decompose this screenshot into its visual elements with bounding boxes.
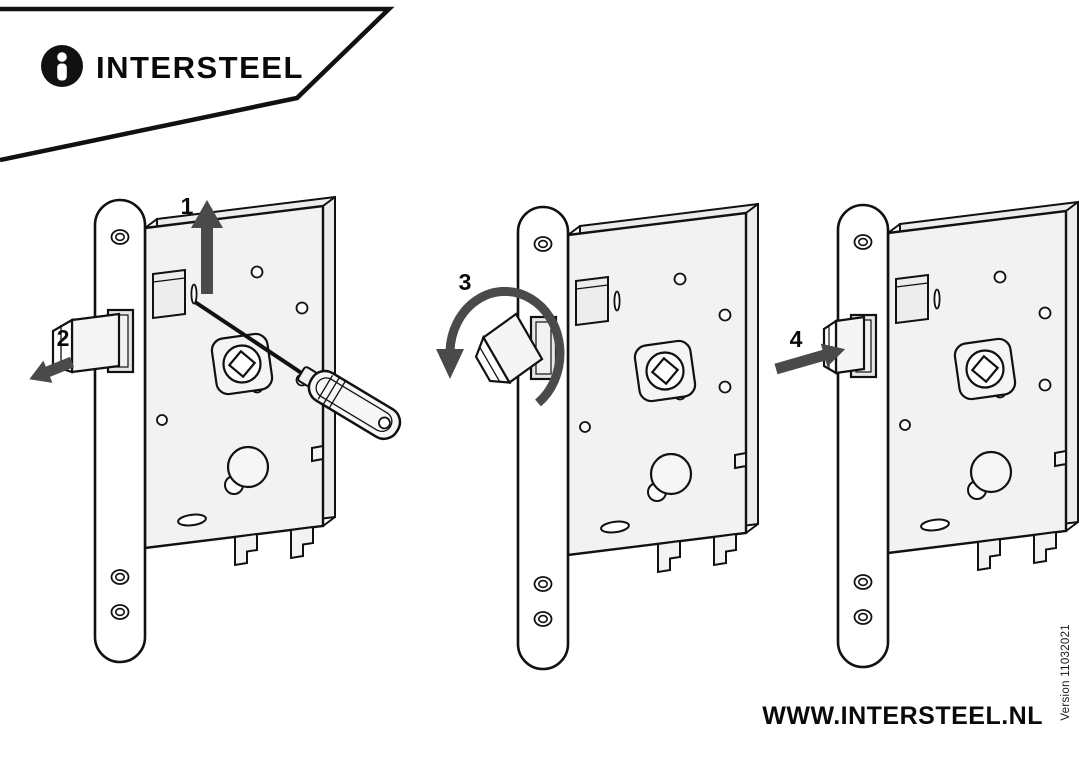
screwdriver-shaft — [193, 300, 305, 376]
step-diagram-1: 1 2 — [29, 193, 402, 664]
arrow-right-icon — [774, 343, 846, 375]
mortise-lock — [836, 200, 1080, 669]
step-diagram-2: 3 — [436, 202, 760, 671]
banner-ribbon — [0, 6, 395, 163]
step-diagram-3: 4 — [774, 200, 1080, 669]
step-number: 1 — [181, 193, 194, 219]
screwdriver-handle — [297, 366, 402, 441]
arrow-up-icon — [191, 200, 223, 294]
brand-name: INTERSTEEL — [96, 50, 304, 85]
rotate-arrow-icon — [436, 286, 565, 407]
step-number: 4 — [790, 326, 803, 352]
step-number: 2 — [57, 325, 70, 351]
mortise-lock — [516, 202, 760, 671]
latch-bolt — [51, 312, 121, 374]
info-icon-stem — [57, 63, 67, 81]
screwdriver-illustration — [193, 300, 402, 441]
header-banner: INTERSTEEL — [0, 6, 395, 163]
step-number: 3 — [459, 269, 472, 295]
info-icon-dot — [57, 52, 67, 62]
website-url: WWW.INTERSTEEL.NL — [762, 702, 1043, 730]
latch-bolt-rotating — [474, 312, 544, 385]
version-label: Version 11032021 — [1060, 624, 1072, 721]
latch-bolt — [822, 315, 866, 375]
arrow-left-icon — [29, 356, 75, 383]
brand-logo: INTERSTEEL — [41, 45, 304, 87]
mortise-lock — [93, 195, 337, 664]
